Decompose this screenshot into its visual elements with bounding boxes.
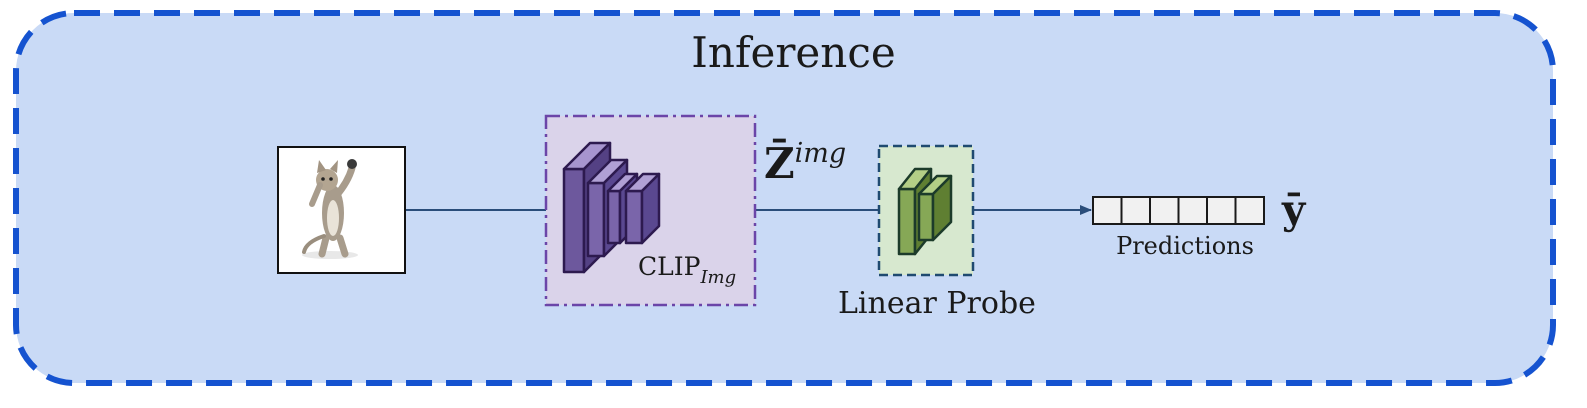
linear-layers-icon bbox=[897, 167, 953, 256]
embedding-label: Z̄img bbox=[764, 138, 846, 188]
predictions-vector bbox=[1092, 196, 1265, 225]
kitten-photo-icon bbox=[302, 159, 358, 259]
predictions-caption: Predictions bbox=[1116, 232, 1254, 260]
linear-probe bbox=[877, 144, 975, 277]
prediction-cell bbox=[1120, 196, 1151, 225]
prediction-cell bbox=[1149, 196, 1180, 225]
prediction-cell bbox=[1206, 196, 1237, 225]
clip-image-encoder bbox=[544, 114, 757, 307]
prediction-cell bbox=[1092, 196, 1123, 225]
output-symbol: ȳ bbox=[1282, 186, 1306, 233]
probe-label: Linear Probe bbox=[838, 286, 1036, 321]
prediction-cell bbox=[1234, 196, 1265, 225]
diagram-title: Inference bbox=[691, 28, 896, 77]
embedding-symbol: Z̄ bbox=[764, 139, 795, 188]
embedding-superscript: img bbox=[794, 138, 847, 169]
prediction-cell bbox=[1177, 196, 1208, 225]
input-image bbox=[277, 146, 406, 274]
encoder-label-sub: Img bbox=[700, 267, 737, 288]
conv-layers-icon bbox=[562, 141, 661, 274]
inference-panel bbox=[13, 10, 1556, 386]
encoder-label: CLIPImg bbox=[638, 252, 736, 288]
encoder-label-main: CLIP bbox=[638, 252, 701, 281]
